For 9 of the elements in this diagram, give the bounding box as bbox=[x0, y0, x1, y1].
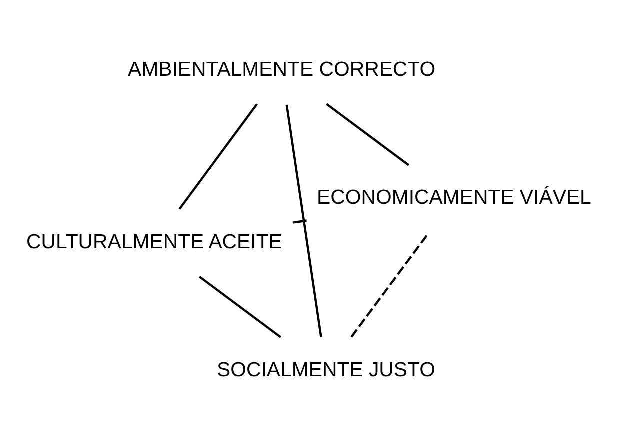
connector bbox=[178, 103, 258, 210]
connector bbox=[326, 102, 410, 166]
connector bbox=[292, 219, 307, 224]
connector bbox=[286, 104, 322, 337]
node-text: ECONOMICAMENTE VIÁVEL bbox=[316, 186, 592, 209]
connector bbox=[198, 276, 282, 338]
node-text: CULTURALMENTE ACEITE bbox=[26, 231, 282, 254]
node-text: AMBIENTALMENTE CORRECTO bbox=[128, 58, 436, 81]
node-text: SOCIALMENTE JUSTO bbox=[217, 358, 436, 381]
